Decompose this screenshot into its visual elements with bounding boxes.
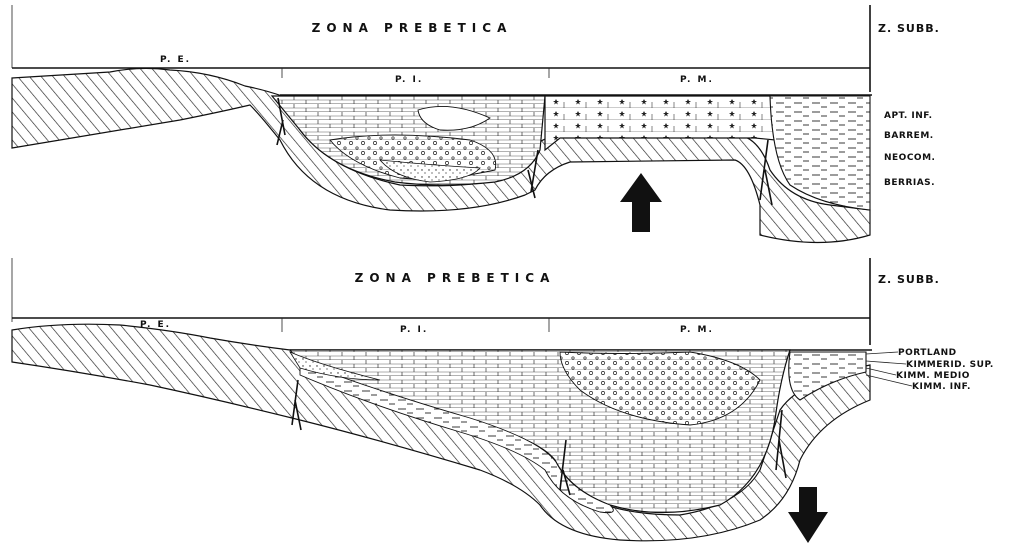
upper-zone-title: ZONA PREBETICA <box>312 21 513 35</box>
upper-strata-neocom: NEOCOM. <box>884 153 935 163</box>
upper-strata-barrem: BARREM. <box>884 131 934 141</box>
lower-subbetic-label: Z. SUBB. <box>878 273 940 286</box>
upper-strata-apt: APT. INF. <box>884 111 933 121</box>
lower-leader-portland <box>866 352 898 354</box>
upper-segment-pm: P. M. <box>680 75 714 85</box>
lower-zone-title: ZONA PREBETICA <box>355 271 556 285</box>
upper-subbetic-label: Z. SUBB. <box>878 22 940 35</box>
lower-cross-section: ZONA PREBETICA Z. SUBB. P. E. P. I. P. M… <box>12 258 994 543</box>
lower-leader-kimmerid <box>866 361 906 364</box>
down-arrow-icon <box>788 487 828 543</box>
up-arrow-icon <box>620 173 662 232</box>
upper-cross-section: ZONA PREBETICA Z. SUBB. P. E. P. I. P. M… <box>12 5 940 243</box>
lower-strata-kimmerid-sup: KIMMERID. SUP. <box>906 360 994 370</box>
lower-strata-kimm-medio: KIMM. MEDIO <box>896 371 970 381</box>
lower-segment-pi: P. I. <box>400 325 428 335</box>
lower-segment-pm: P. M. <box>680 325 714 335</box>
lower-strata-portland: PORTLAND <box>898 348 957 358</box>
upper-strata-berrias: BERRIAS. <box>884 178 935 188</box>
upper-segment-pe: P. E. <box>160 55 191 65</box>
upper-segment-pi: P. I. <box>395 75 423 85</box>
lower-strata-kimm-inf: KIMM. INF. <box>912 382 971 392</box>
